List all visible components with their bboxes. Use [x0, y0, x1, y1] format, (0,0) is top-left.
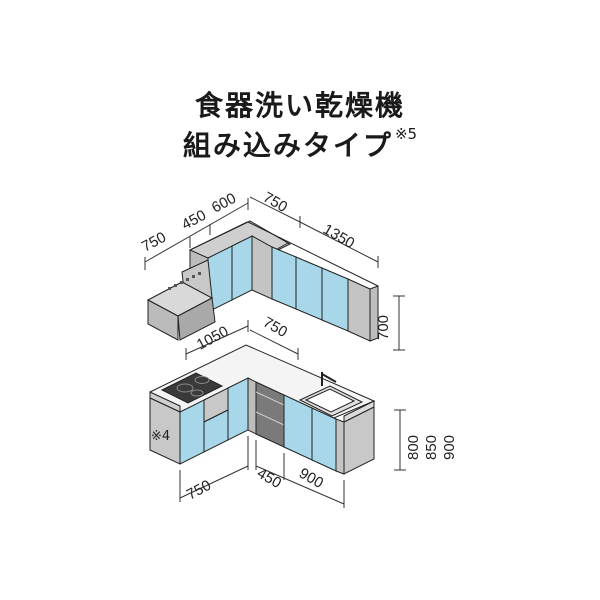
dim-upper-right-width: 1350	[320, 221, 357, 252]
upper-door-4	[295, 256, 323, 321]
dim-upper-height: 700	[375, 315, 392, 340]
lower-door-5	[311, 407, 337, 472]
lower-door-3	[227, 377, 249, 441]
range-hood	[146, 259, 216, 341]
upper-door-5	[321, 267, 349, 332]
lower-door-6	[335, 418, 345, 475]
dim-lower-bottom-left: 750	[184, 477, 214, 504]
hood-vents	[168, 272, 201, 290]
lower-top-dimension-lines	[185, 320, 299, 360]
cooktop	[160, 372, 224, 404]
upper-door-2	[231, 235, 253, 301]
upper-corner-face	[251, 235, 273, 300]
hood-side	[177, 297, 216, 341]
dim-lower-bottom-right: 900	[296, 465, 326, 492]
lower-corner-face	[247, 377, 257, 435]
dim-upper-left-corner: 600	[209, 190, 239, 217]
dim-upper-left-mid: 450	[179, 207, 209, 234]
dim-lower-height-850: 850	[423, 435, 440, 460]
lower-bottom-dimension-lines	[179, 409, 406, 508]
dim-upper-left-depth: 750	[139, 229, 169, 256]
dim-lower-bottom-mid: 450	[254, 465, 284, 492]
title-line-2: 組み込みタイプ※5	[0, 126, 600, 162]
hood-note: ※4	[151, 429, 170, 444]
upper-dimension-lines	[144, 196, 405, 351]
upper-cabinet-end	[369, 285, 379, 342]
dim-lower-height-900: 900	[441, 435, 458, 460]
upper-door-6	[347, 278, 371, 342]
dim-lower-height-800: 800	[405, 435, 422, 460]
lower-cabinets	[149, 344, 376, 475]
title-line-2-text: 組み込みタイプ	[182, 129, 393, 162]
title-note-mark: ※5	[394, 124, 418, 143]
title-line-1: 食器洗い乾燥機	[194, 89, 405, 122]
upper-door-3	[271, 246, 297, 310]
dim-upper-right-corner: 750	[260, 189, 290, 216]
hood-front	[147, 299, 179, 341]
